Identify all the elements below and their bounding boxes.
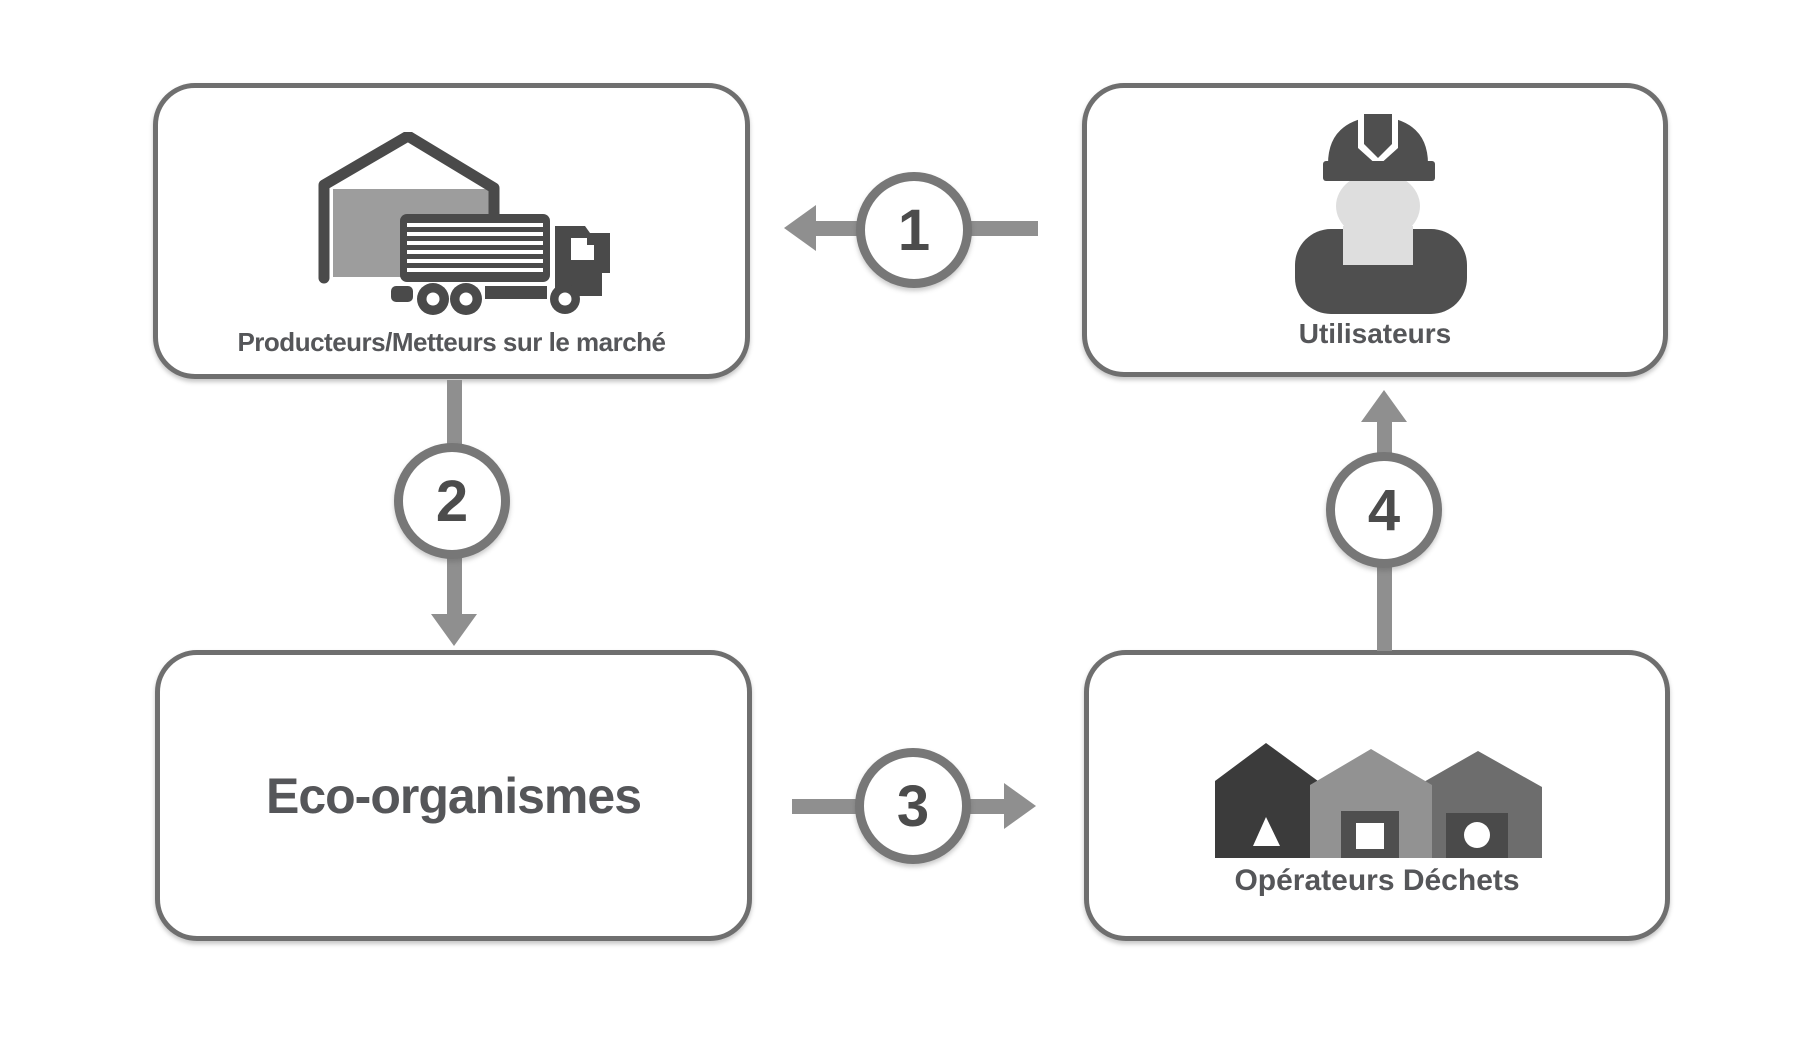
construction-worker-icon [1295, 114, 1467, 314]
node-utilisateurs-label: Utilisateurs [1298, 318, 1452, 349]
node-producteurs-label: Producteurs/Metteurs sur le marché [237, 327, 666, 357]
flow-2-number-badge: 2 [394, 443, 510, 559]
node-operateurs-dechets-label: Opérateurs Déchets [1234, 864, 1520, 897]
node-utilisateurs: Utilisateurs [1082, 83, 1668, 377]
flow-1-arrowhead-left [784, 205, 816, 251]
flow-2-number: 2 [435, 468, 469, 534]
flow-3-number: 3 [896, 773, 930, 839]
flow-3-arrowhead-right [1004, 783, 1036, 829]
flow-4-arrowhead-up [1361, 390, 1407, 422]
flow-4-number: 4 [1367, 477, 1401, 543]
flow-1-number: 1 [897, 197, 931, 263]
flow-2-arrowhead-down [431, 614, 477, 646]
node-producteurs: Producteurs/Metteurs sur le marché [153, 83, 750, 379]
flow-3-number-badge: 3 [855, 748, 971, 864]
flow-1-number-badge: 1 [856, 172, 972, 288]
node-eco-organismes-label: Eco-organismes [265, 767, 642, 824]
node-operateurs-dechets: Opérateurs Déchets [1084, 650, 1670, 941]
node-eco-organismes: Eco-organismes [155, 650, 752, 941]
flow-4-number-badge: 4 [1326, 452, 1442, 568]
warehouse-truck-icon [318, 132, 610, 315]
houses-icon [1215, 743, 1542, 858]
